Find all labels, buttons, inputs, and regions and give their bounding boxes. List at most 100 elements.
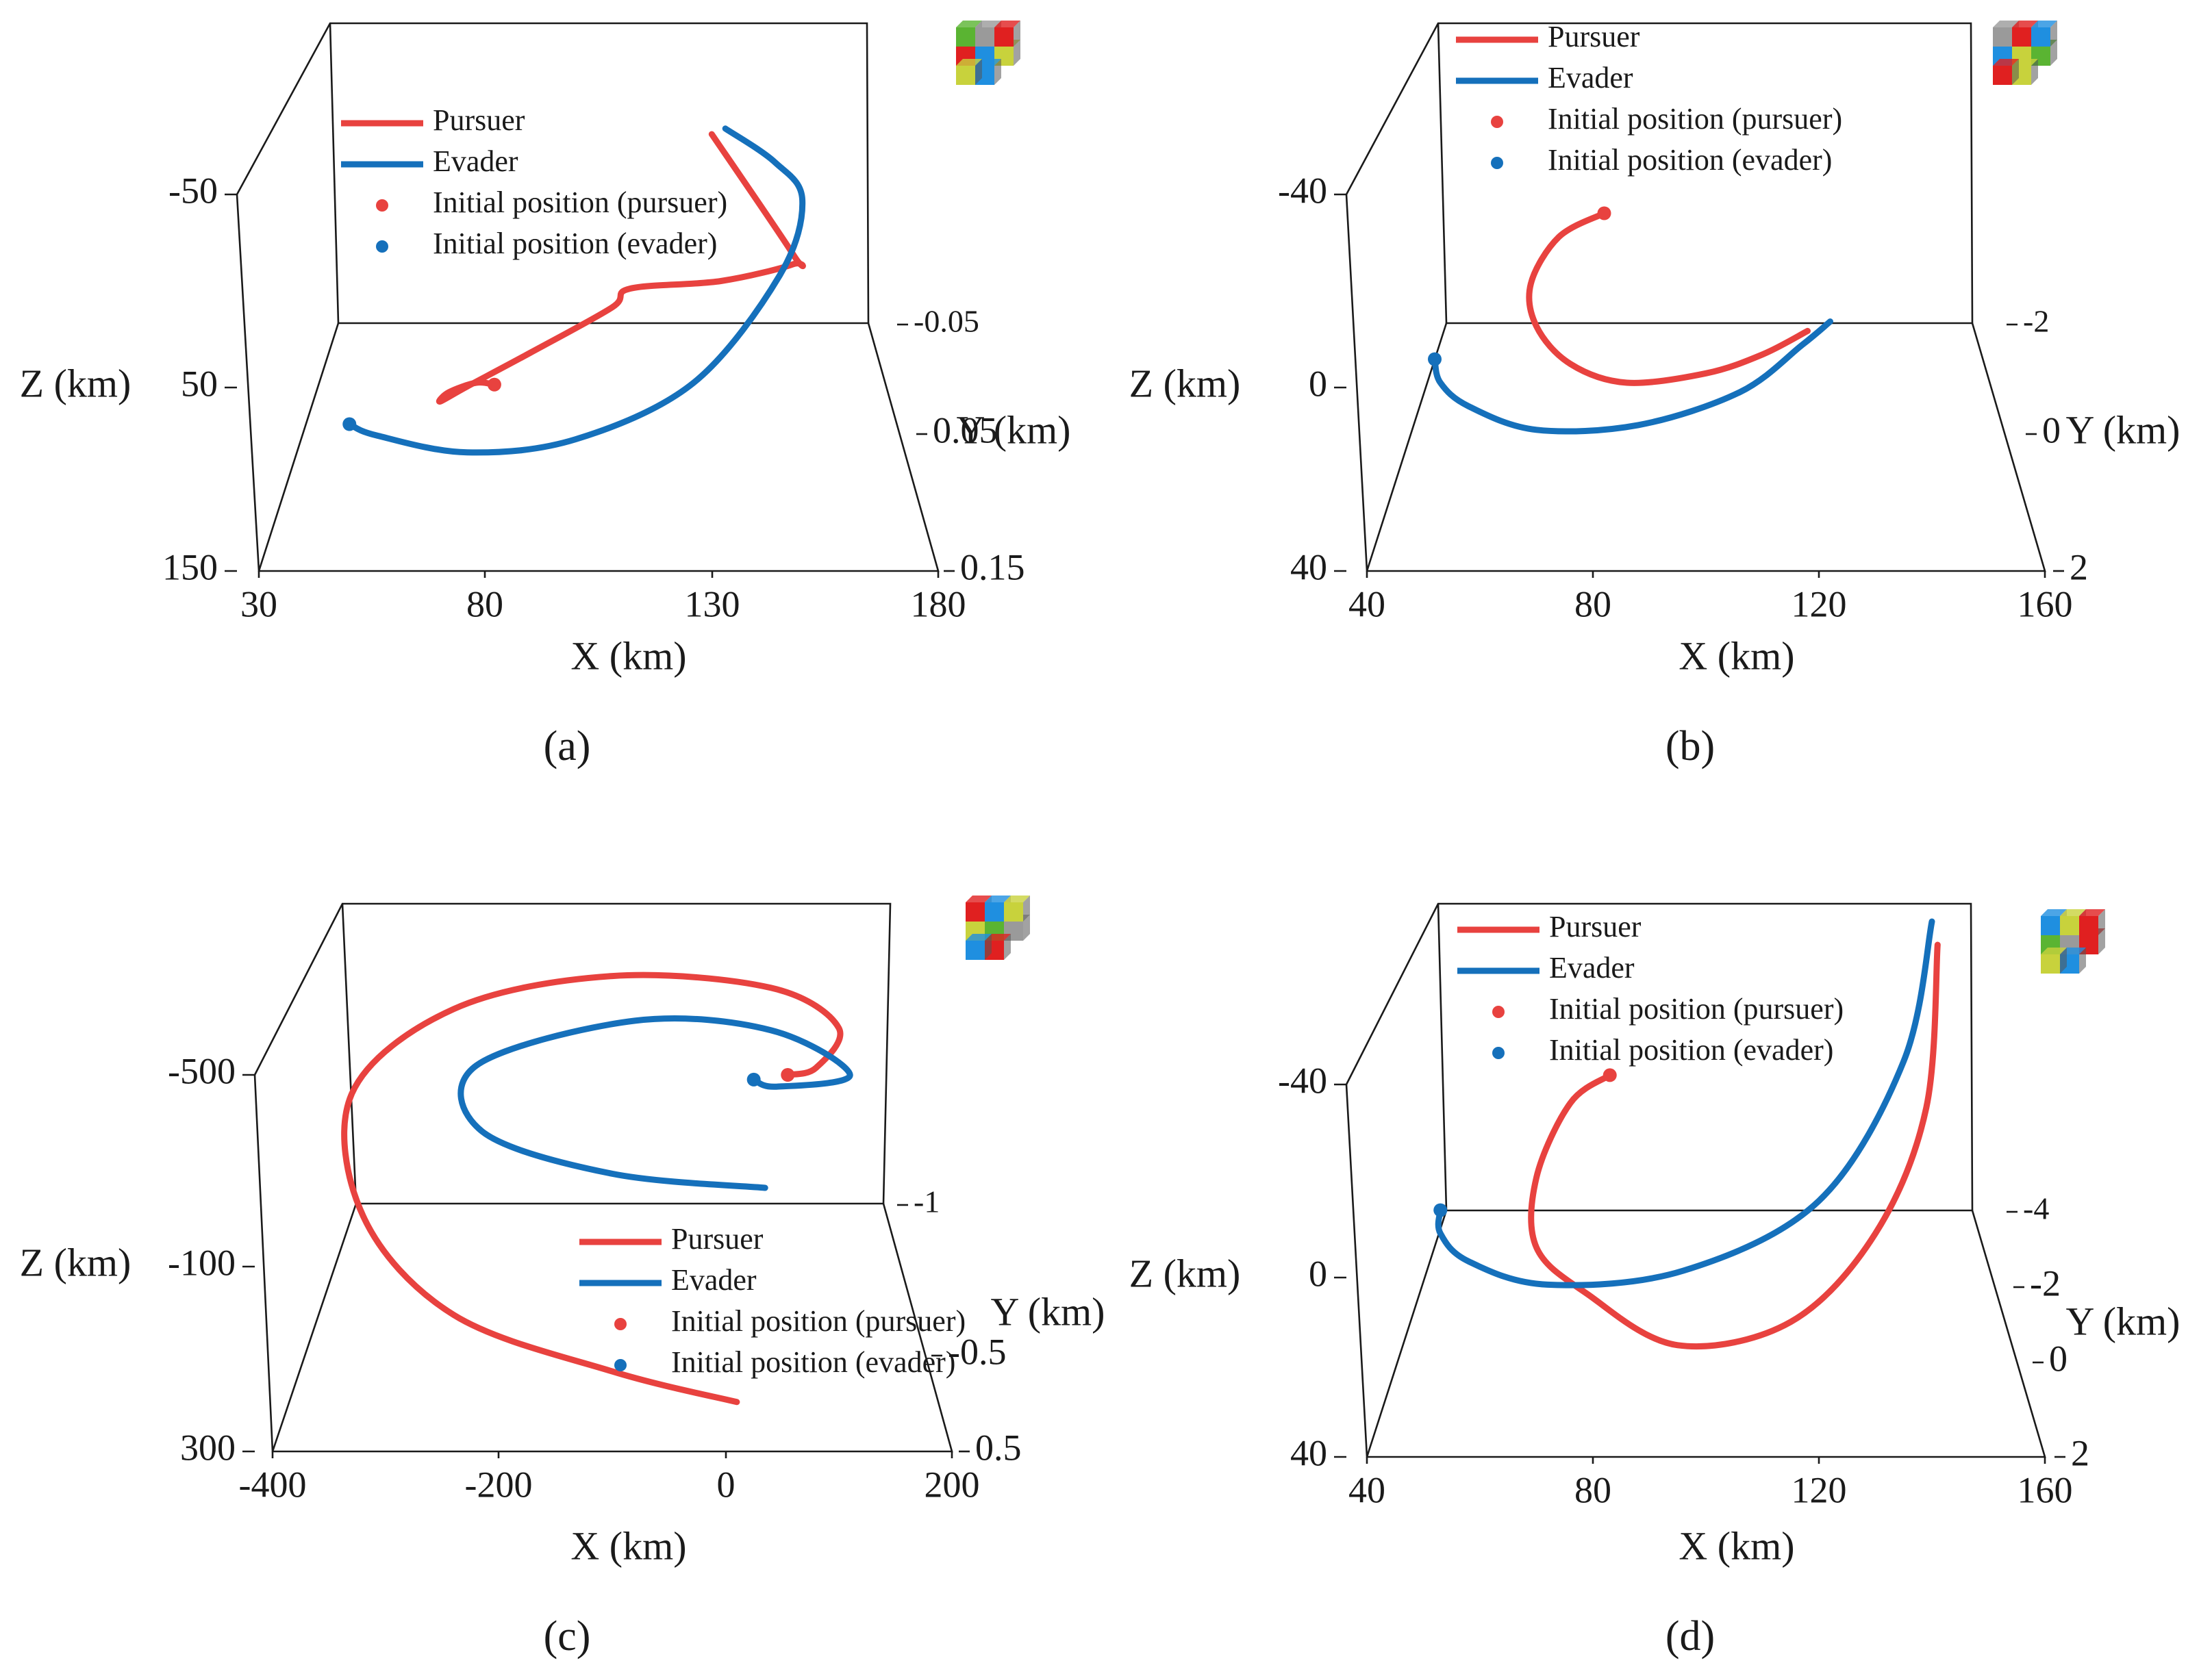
z-tick-label: -500 [168,1050,236,1091]
x-tick-label: 80 [1574,1469,1611,1510]
z-tick-label: 150 [162,546,218,587]
z-axis-label: Z (km) [20,361,131,405]
series-line-pursuer [1526,210,1811,386]
z-tick-label: 300 [180,1427,236,1468]
legend-dot-swatch [614,1318,627,1330]
series-line-pursuer [341,972,844,1406]
initial-point-evader [1428,352,1442,366]
z-tick-label: -100 [168,1242,236,1283]
legend-dot-swatch [1491,157,1503,169]
initial-point-pursuer [1597,206,1611,220]
series-line-evader [346,125,806,456]
legend-label: Initial position (evader) [433,227,717,260]
z-axis-label: Z (km) [20,1240,131,1284]
initial-point-pursuer [781,1068,795,1082]
series-line-pursuer [436,131,806,405]
panel-label: (c) [544,1613,591,1660]
initial-point-pursuer [1603,1068,1617,1082]
plot-box-floor [1345,1084,2046,1458]
plot-box-floor [236,194,940,572]
initial-point-evader [342,417,357,431]
y-axis-label: Y (km) [2066,1299,2180,1343]
z-tick-label: 40 [1290,1432,1327,1473]
plot-box-top [1345,902,1974,1211]
z-tick-label: 50 [181,363,218,404]
legend-label: Initial position (pursuer) [1549,992,1844,1026]
x-tick-label: 180 [911,583,966,624]
y-tick-label: -4 [2023,1191,2049,1226]
legend-label: Initial position (evader) [1549,1033,1833,1067]
y-tick-label: 0.5 [975,1427,1022,1468]
series-line-evader [457,1015,853,1191]
z-axis-label: Z (km) [1129,361,1241,405]
y-tick-label: -2 [2030,1262,2061,1304]
x-tick-label: 160 [2018,1469,2073,1510]
plot-box-top [236,22,870,324]
initial-point-pursuer [487,377,501,392]
panel-label: (b) [1666,723,1715,770]
panel-label: (d) [1666,1613,1715,1660]
z-tick-label: -50 [168,170,218,211]
y-axis-label: Y (km) [991,1289,1105,1334]
z-axis-label: Z (km) [1129,1251,1241,1295]
x-tick-label: 120 [1792,1469,1847,1510]
legend-label: Evader [671,1263,757,1297]
y-tick-label: -0.05 [914,304,979,339]
y-axis-label: Y (km) [957,407,1071,452]
x-tick-label: 120 [1792,583,1847,624]
legend-dot-swatch [1491,116,1503,128]
legend-dot-swatch [1492,1006,1505,1018]
x-tick-label: 0 [717,1464,736,1505]
z-tick-label: 0 [1309,363,1327,404]
y-tick-label: 2 [2071,1432,2089,1473]
y-tick-label: -0.5 [948,1331,1006,1372]
cube-cluster-icon [2041,909,2105,974]
plot-box-top [1345,22,1974,324]
x-tick-label: 80 [1574,583,1611,624]
initial-point-evader [746,1072,761,1087]
legend-label: Initial position (evader) [1548,143,1832,177]
x-tick-label: 30 [240,583,277,624]
x-axis-label: X (km) [570,1523,686,1568]
legend-label: Pursuer [1549,910,1642,943]
y-tick-label: 0.15 [960,546,1025,587]
y-tick-label: 0.05 [933,409,998,450]
legend-label: Initial position (pursuer) [433,186,727,219]
legend-label: Initial position (pursuer) [1548,102,1842,136]
x-tick-label: 130 [685,583,740,624]
x-tick-label: 40 [1348,1469,1385,1510]
x-axis-label: X (km) [1679,633,1794,678]
plot-box-back-edge [329,23,340,324]
x-tick-label: 40 [1348,583,1385,624]
plot-box-back-edge [1437,903,1448,1211]
y-tick-label: -1 [914,1184,940,1219]
z-tick-label: -40 [1278,1060,1327,1101]
y-tick-label: -2 [2023,304,2049,339]
x-tick-label: -400 [239,1464,307,1505]
legend-label: Evader [433,144,518,178]
cube-cluster-icon [1993,21,2057,85]
cube-cluster-icon [966,896,1030,960]
plot-box-back-edge [341,903,357,1204]
series-line-evader [1431,318,1833,435]
legend-label: Evader [1548,61,1633,94]
plot-box-back-edge [1437,23,1448,324]
plot-box-floor [253,1074,953,1453]
legend-label: Pursuer [433,103,525,137]
x-tick-label: 80 [466,583,503,624]
legend-dot-swatch [376,240,388,253]
legend-label: Pursuer [671,1222,764,1256]
legend-label: Initial position (pursuer) [671,1304,966,1338]
x-axis-label: X (km) [570,633,686,678]
panel-label: (a) [544,723,591,770]
x-tick-label: 200 [925,1464,980,1505]
plot-box-floor [1345,194,2046,572]
chart-panel-a: -50 50 150 30 80 130 180 -0.05 0.05 0.15 Z (km) Y (… [20,22,1071,770]
cube-cluster-icon [956,21,1020,85]
